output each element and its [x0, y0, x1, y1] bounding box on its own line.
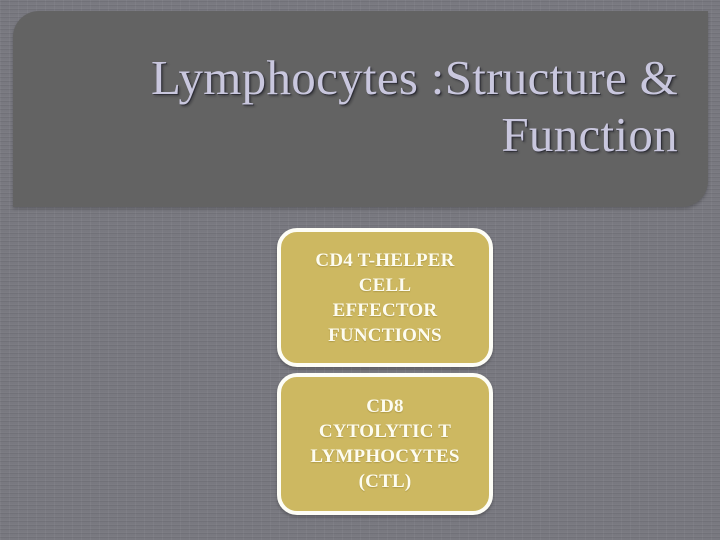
slide-title-banner: Lymphocytes :Structure & Function [13, 11, 708, 207]
slide-title: Lymphocytes :Structure & Function [150, 50, 678, 162]
content-box-cd4-label: CD4 T-HELPER CELL EFFECTOR FUNCTIONS [315, 249, 455, 346]
content-box-cd8[interactable]: CD8 CYTOLYTIC T LYMPHOCYTES (CTL) [277, 373, 493, 515]
content-box-cd8-label: CD8 CYTOLYTIC T LYMPHOCYTES (CTL) [310, 396, 460, 492]
content-box-cd4[interactable]: CD4 T-HELPER CELL EFFECTOR FUNCTIONS [277, 228, 493, 367]
